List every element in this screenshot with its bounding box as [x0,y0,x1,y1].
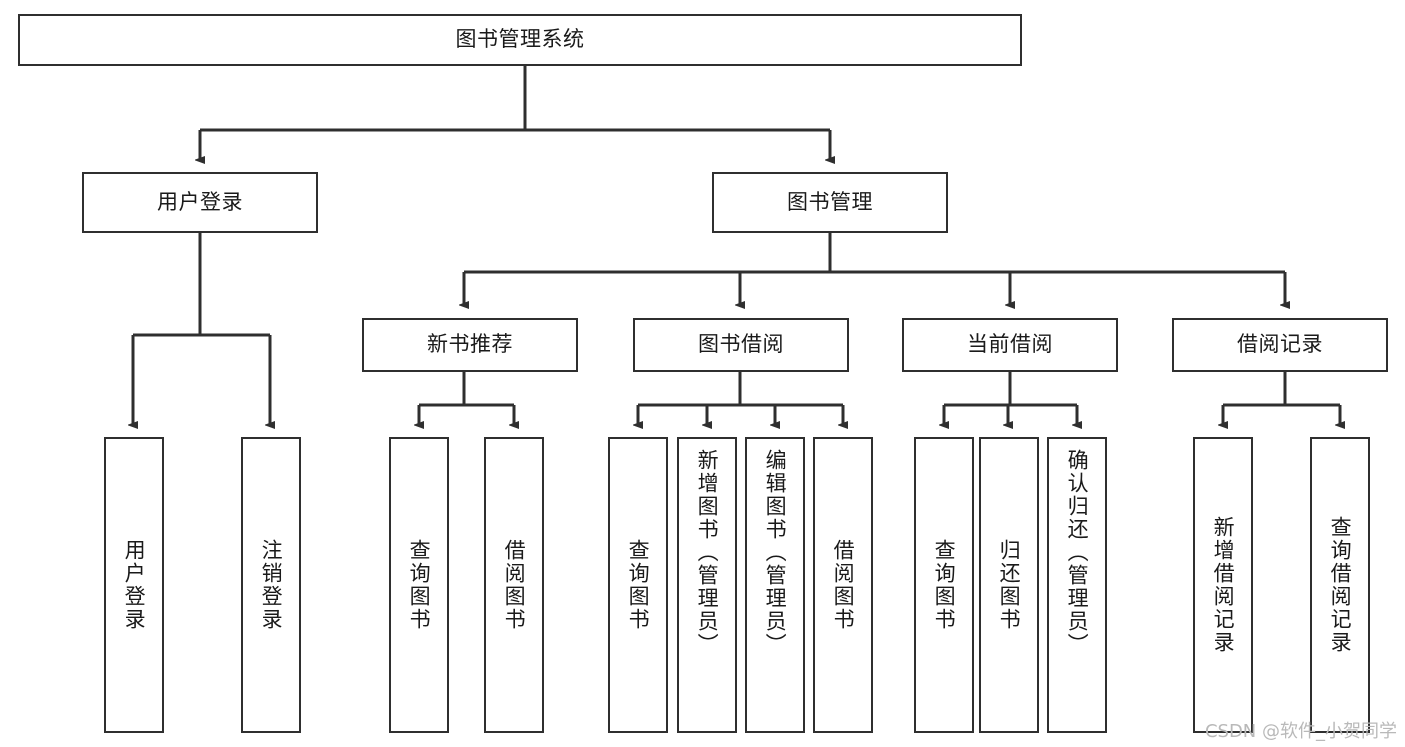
leaf-book-borrow-borrow-label: 借阅图书 [831,539,856,631]
watermark-text: CSDN @软件_小贺同学 [1204,721,1397,742]
leaf-new-book-query[interactable]: 查询图书 [389,437,449,733]
leaf-borrow-record-query-label: 查询借阅记录 [1328,516,1353,654]
leaf-new-book-borrow[interactable]: 借阅图书 [484,437,544,733]
leaf-current-borrow-confirm-label: 确认归还（管理员） [1065,449,1090,656]
node-borrow-record-label: 借阅记录 [1237,332,1323,357]
leaf-current-borrow-confirm[interactable]: 确认归还（管理员） [1047,437,1107,733]
leaf-new-book-query-label: 查询图书 [407,539,432,631]
leaf-current-borrow-return[interactable]: 归还图书 [979,437,1039,733]
leaf-book-borrow-add-label: 新增图书（管理员） [695,449,720,656]
node-root[interactable]: 图书管理系统 [18,14,1022,66]
node-user-login-label: 用户登录 [157,189,243,214]
node-new-book-label: 新书推荐 [427,332,513,357]
leaf-current-borrow-query[interactable]: 查询图书 [914,437,974,733]
node-current-borrow[interactable]: 当前借阅 [902,318,1118,372]
leaf-borrow-record-add[interactable]: 新增借阅记录 [1193,437,1253,733]
leaf-user-login-logout-label: 注销登录 [259,539,284,631]
leaf-book-borrow-edit[interactable]: 编辑图书（管理员） [745,437,805,733]
leaf-user-login-logout[interactable]: 注销登录 [241,437,301,733]
node-current-borrow-label: 当前借阅 [967,332,1053,357]
node-borrow-record[interactable]: 借阅记录 [1172,318,1388,372]
leaf-book-borrow-borrow[interactable]: 借阅图书 [813,437,873,733]
node-user-login[interactable]: 用户登录 [82,172,318,233]
node-book-borrow-label: 图书借阅 [698,332,784,357]
node-book-manage[interactable]: 图书管理 [712,172,948,233]
node-book-manage-label: 图书管理 [787,189,873,214]
leaf-book-borrow-add[interactable]: 新增图书（管理员） [677,437,737,733]
node-root-label: 图书管理系统 [455,27,585,52]
leaf-current-borrow-return-label: 归还图书 [997,539,1022,631]
leaf-user-login-login-label: 用户登录 [122,539,147,631]
leaf-borrow-record-add-label: 新增借阅记录 [1211,516,1236,654]
node-new-book[interactable]: 新书推荐 [362,318,578,372]
node-book-borrow[interactable]: 图书借阅 [633,318,849,372]
leaf-borrow-record-query[interactable]: 查询借阅记录 [1310,437,1370,733]
leaf-user-login-login[interactable]: 用户登录 [104,437,164,733]
leaf-book-borrow-edit-label: 编辑图书（管理员） [763,449,788,656]
leaf-current-borrow-query-label: 查询图书 [932,539,957,631]
leaf-new-book-borrow-label: 借阅图书 [502,539,527,631]
leaf-book-borrow-query[interactable]: 查询图书 [608,437,668,733]
leaf-book-borrow-query-label: 查询图书 [626,539,651,631]
